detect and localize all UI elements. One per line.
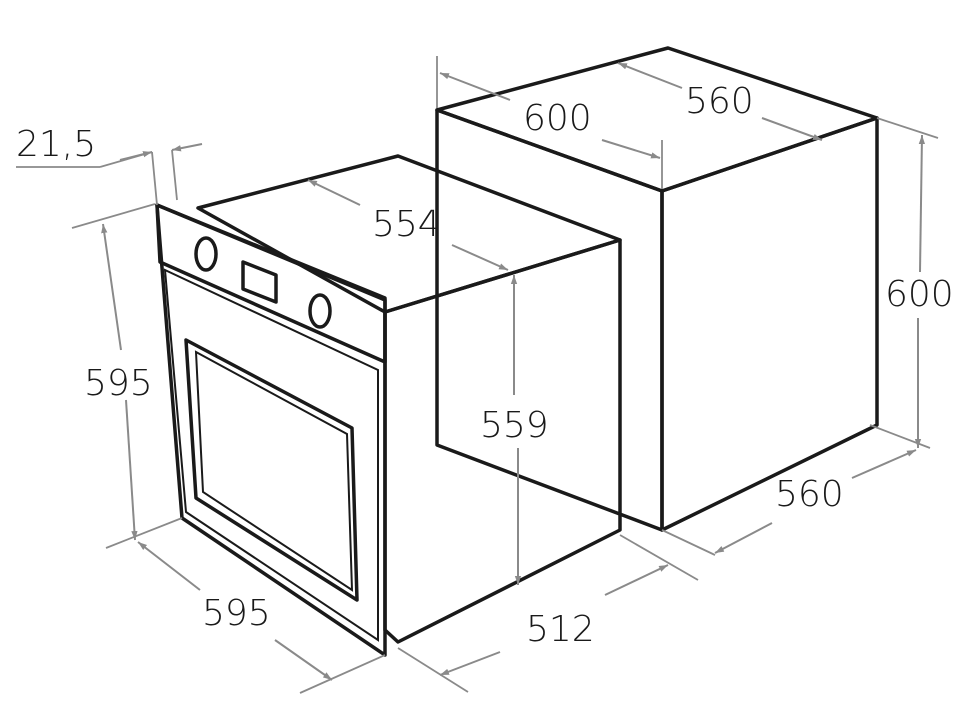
dim-oven-height xyxy=(71,203,183,549)
label-niche-bottom-width: 560 xyxy=(775,474,844,515)
dim-niche-height xyxy=(869,134,931,449)
label-oven-top-depth: 554 xyxy=(372,204,441,245)
dim-niche-bottom-width xyxy=(661,449,917,556)
label-niche-top-width: 560 xyxy=(685,81,754,122)
dim-niche-depth xyxy=(436,56,663,189)
dim-oven-body-depth xyxy=(397,534,699,693)
niche-top-face xyxy=(435,46,879,193)
oven-top-face xyxy=(196,154,622,314)
label-niche-depth: 600 xyxy=(523,98,592,139)
dim-oven-width xyxy=(137,541,386,694)
dim-niche-top-width xyxy=(617,62,939,141)
display-icon xyxy=(241,260,278,304)
left-knob-icon xyxy=(194,236,218,272)
oven-control-panel xyxy=(155,203,387,364)
label-oven-height: 595 xyxy=(84,363,153,404)
right-knob-icon xyxy=(308,293,332,329)
dim-oven-top-depth xyxy=(307,179,509,271)
oven-door-frame xyxy=(163,268,379,642)
label-niche-height: 600 xyxy=(885,274,954,315)
niche-box xyxy=(435,46,879,532)
dim-oven-body-height xyxy=(510,275,522,585)
label-panel-depth: 21,5 xyxy=(16,124,96,165)
label-oven-body-height: 559 xyxy=(480,405,549,446)
niche-side-face xyxy=(660,116,879,532)
niche-front-face xyxy=(435,108,664,532)
dim-panel-depth xyxy=(16,143,203,206)
label-oven-body-depth: 512 xyxy=(526,609,595,650)
oven-window-outer xyxy=(184,338,359,602)
oven-window-glass xyxy=(194,350,354,592)
label-oven-width: 595 xyxy=(202,593,271,634)
